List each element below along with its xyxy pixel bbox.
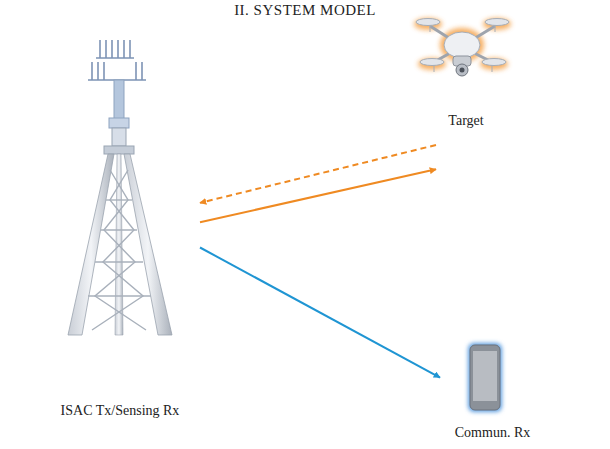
node-label: Target [448, 113, 483, 130]
signal-arrow [200, 145, 436, 203]
phone-receiver [468, 343, 502, 412]
signal-arrow [200, 169, 436, 222]
node-label: Commun. Rx [455, 425, 530, 442]
signal-arrow [200, 248, 440, 378]
node-label: ISAC Tx/Sensing Rx [61, 403, 180, 420]
drone-target [414, 18, 511, 76]
section-heading: II. SYSTEM MODEL [0, 2, 610, 19]
target-node: Target [436, 113, 496, 177]
receiver-node: Commun. Rx [440, 338, 545, 442]
base-station-tower [68, 40, 172, 335]
transmitter-node: ISAC Tx/Sensing Rx [40, 190, 200, 420]
